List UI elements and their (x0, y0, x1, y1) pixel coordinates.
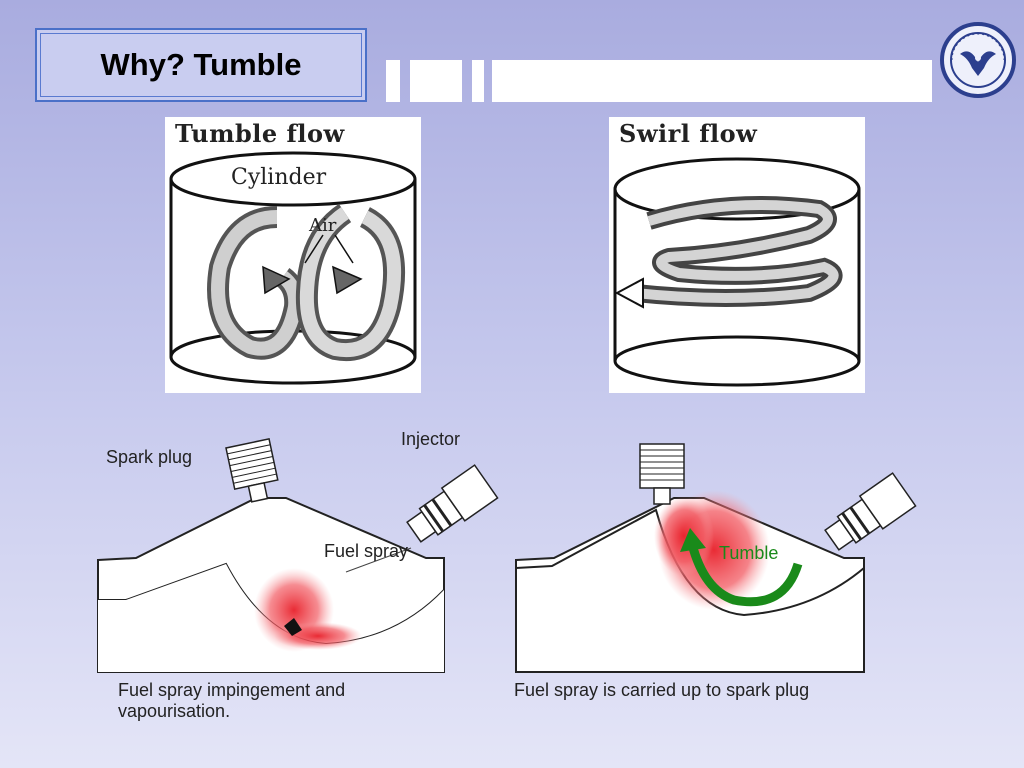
chamber-impingement-diagram (97, 437, 499, 673)
left-caption-line2: vapourisation. (118, 701, 231, 721)
left-caption-line1: Fuel spray impingement and (118, 680, 346, 700)
tumble-cylinder-drawing (169, 151, 417, 385)
decor-bar-2 (410, 60, 462, 102)
tumble-flow-heading: Tumble flow (175, 119, 345, 148)
injector-label: Injector (401, 429, 461, 449)
decor-bar-1 (386, 60, 400, 102)
cylinder-label: Cylinder (231, 165, 327, 190)
right-caption: Fuel spray is carried up to spark plug (514, 680, 810, 700)
air-label: Air (309, 215, 337, 236)
decor-bar-4 (492, 60, 932, 102)
spark-plug-label: Spark plug (106, 447, 193, 467)
tumble-flow-panel: Tumble flow Cylinder Air (165, 117, 421, 393)
swirl-cylinder-drawing (613, 157, 861, 387)
fuel-spray-label: Fuel spray (324, 541, 409, 561)
decor-bar-3 (472, 60, 484, 102)
tumble-label: Tumble (719, 543, 779, 563)
swirl-flow-heading: Swirl flow (619, 119, 758, 148)
university-seal-icon (940, 22, 1016, 98)
slide-title-box: Why? Tumble (35, 28, 367, 102)
slide-title: Why? Tumble (100, 47, 302, 82)
left-caption: Fuel spray impingement and vapourisation… (118, 680, 345, 722)
swirl-flow-panel: Swirl flow (609, 117, 865, 393)
chamber-tumble-diagram (515, 443, 917, 673)
